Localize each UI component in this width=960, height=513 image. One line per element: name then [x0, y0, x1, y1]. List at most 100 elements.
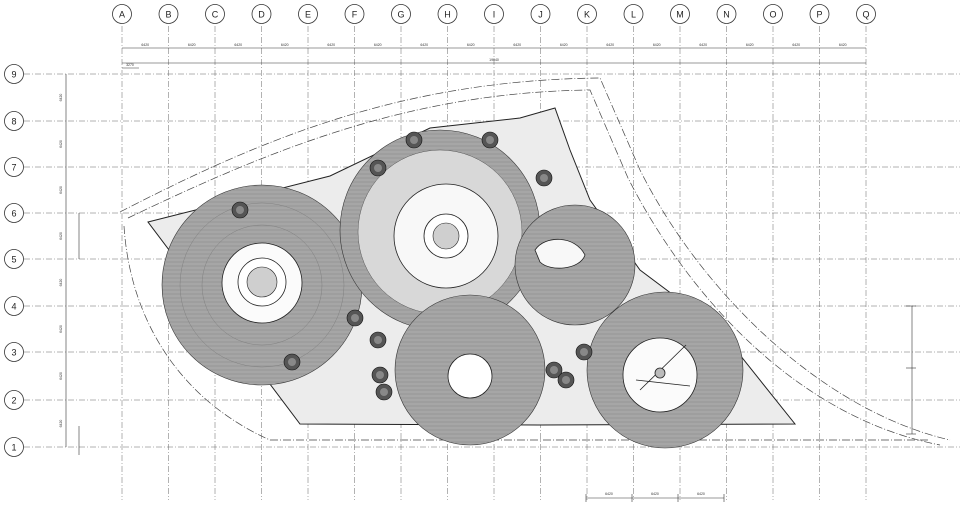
column-label: P — [816, 10, 822, 20]
offset-dimension: 3270 — [126, 63, 134, 67]
row-bubble-3: 3 — [4, 342, 24, 362]
column-label: F — [352, 10, 358, 20]
tree-icon — [371, 366, 389, 384]
column-bubble-P: P — [809, 4, 830, 24]
top-dimension-value: 6420 — [281, 43, 289, 47]
top-dimension-value: 6420 — [606, 43, 614, 47]
west-inner-ring — [179, 202, 345, 368]
east-propeller-sculpture — [635, 344, 691, 391]
column-bubble-Q: Q — [856, 4, 876, 24]
column-label: I — [493, 10, 496, 20]
left-dimension-value: 6420 — [59, 186, 63, 194]
column-bubble-K: K — [577, 4, 597, 24]
column-bubble-L: L — [623, 4, 644, 24]
column-label: C — [212, 10, 219, 20]
column-bubble-H: H — [437, 4, 458, 24]
row-label: 3 — [11, 348, 16, 358]
trees — [231, 131, 593, 401]
left-dimension-value: 6420 — [59, 140, 63, 148]
bottom-dimension-value: 6420 — [697, 492, 705, 496]
row-label: 9 — [11, 70, 16, 80]
row-label: 6 — [11, 209, 16, 219]
south-central-court — [447, 353, 493, 399]
left-dimension-value: 6420 — [59, 94, 63, 102]
column-bubble-N: N — [716, 4, 737, 24]
row-label: 2 — [11, 396, 16, 406]
column-label: B — [165, 10, 171, 20]
left-dimension-value: 6420 — [59, 372, 63, 380]
column-label: A — [119, 10, 125, 20]
top-dimension-value: 6420 — [560, 43, 568, 47]
top-dimension-value: 6420 — [234, 43, 242, 47]
top-dimension-value: 6420 — [141, 43, 149, 47]
top-dimension-value: 6420 — [513, 43, 521, 47]
top-dimension-value: 6420 — [374, 43, 382, 47]
tree-icon — [231, 201, 249, 219]
column-bubble-I: I — [484, 4, 504, 24]
row-bubble-5: 5 — [4, 249, 24, 269]
column-label: M — [676, 10, 684, 20]
bottom-dimension-value: 6420 — [651, 492, 659, 496]
left-dimension-value: 6420 — [59, 420, 63, 428]
top-dimension-value: 6420 — [420, 43, 428, 47]
left-dimension-value: 6420 — [59, 279, 63, 287]
row-bubble-2: 2 — [4, 390, 24, 410]
tree-icon — [557, 371, 575, 389]
left-dimension-chain — [65, 74, 80, 455]
overall-dimension: 19040 — [489, 58, 499, 62]
tree-icon — [535, 169, 553, 187]
column-label: H — [444, 10, 451, 20]
tree-icon — [369, 159, 387, 177]
bottom-dimension-labels: 6420 6420 6420 — [605, 492, 705, 496]
top-dimension-chain — [122, 47, 866, 69]
column-label: N — [723, 10, 730, 20]
top-dimension-value: 6420 — [188, 43, 196, 47]
column-label: L — [631, 10, 636, 20]
east-mid-loop — [534, 238, 586, 269]
column-label: K — [584, 10, 590, 20]
row-bubble-6: 6 — [4, 203, 24, 223]
row-bubble-7: 7 — [4, 157, 24, 177]
left-dimension-value: 6420 — [59, 232, 63, 240]
central-pod-core — [432, 222, 460, 250]
bottom-dimension-chain — [585, 494, 725, 502]
tree-icon — [283, 353, 301, 371]
column-bubble-B: B — [158, 4, 179, 24]
top-dimension-value: 6420 — [792, 43, 800, 47]
top-dimension-labels: 6420 6420 6420 6420 6420 6420 6420 6420 6420 6420… — [141, 43, 846, 47]
top-dimension-value: 6420 — [653, 43, 661, 47]
tree-icon — [481, 131, 499, 149]
top-dimension-value: 6420 — [467, 43, 475, 47]
row-label: 4 — [11, 302, 16, 312]
tree-icon — [369, 331, 387, 349]
row-bubbles: 9 8 7 6 5 4 3 2 1 — [4, 64, 24, 457]
tree-icon — [575, 343, 593, 361]
row-bubble-9: 9 — [4, 64, 24, 84]
row-label: 8 — [11, 117, 16, 127]
column-bubble-O: O — [763, 4, 783, 24]
tree-icon — [346, 309, 364, 327]
left-dimension-value: 6420 — [59, 325, 63, 333]
row-label: 7 — [11, 163, 16, 173]
west-pod-core — [246, 266, 278, 298]
column-label: O — [769, 10, 776, 20]
row-bubble-8: 8 — [4, 111, 24, 131]
top-dimension-value: 6420 — [699, 43, 707, 47]
bottom-dimension-value: 6420 — [605, 492, 613, 496]
column-label: Q — [862, 10, 869, 20]
column-bubble-F: F — [344, 4, 365, 24]
tree-icon — [405, 131, 423, 149]
row-bubble-4: 4 — [4, 296, 24, 316]
tree-icon — [375, 383, 393, 401]
top-dimension-value: 6420 — [746, 43, 754, 47]
top-dimension-value: 6420 — [839, 43, 847, 47]
top-dimension-value: 6420 — [327, 43, 335, 47]
site-boundary — [119, 77, 951, 446]
column-label: E — [305, 10, 311, 20]
column-bubble-A: A — [112, 4, 132, 24]
column-label: D — [258, 10, 265, 20]
row-bubble-1: 1 — [4, 437, 24, 457]
column-bubble-E: E — [298, 4, 318, 24]
